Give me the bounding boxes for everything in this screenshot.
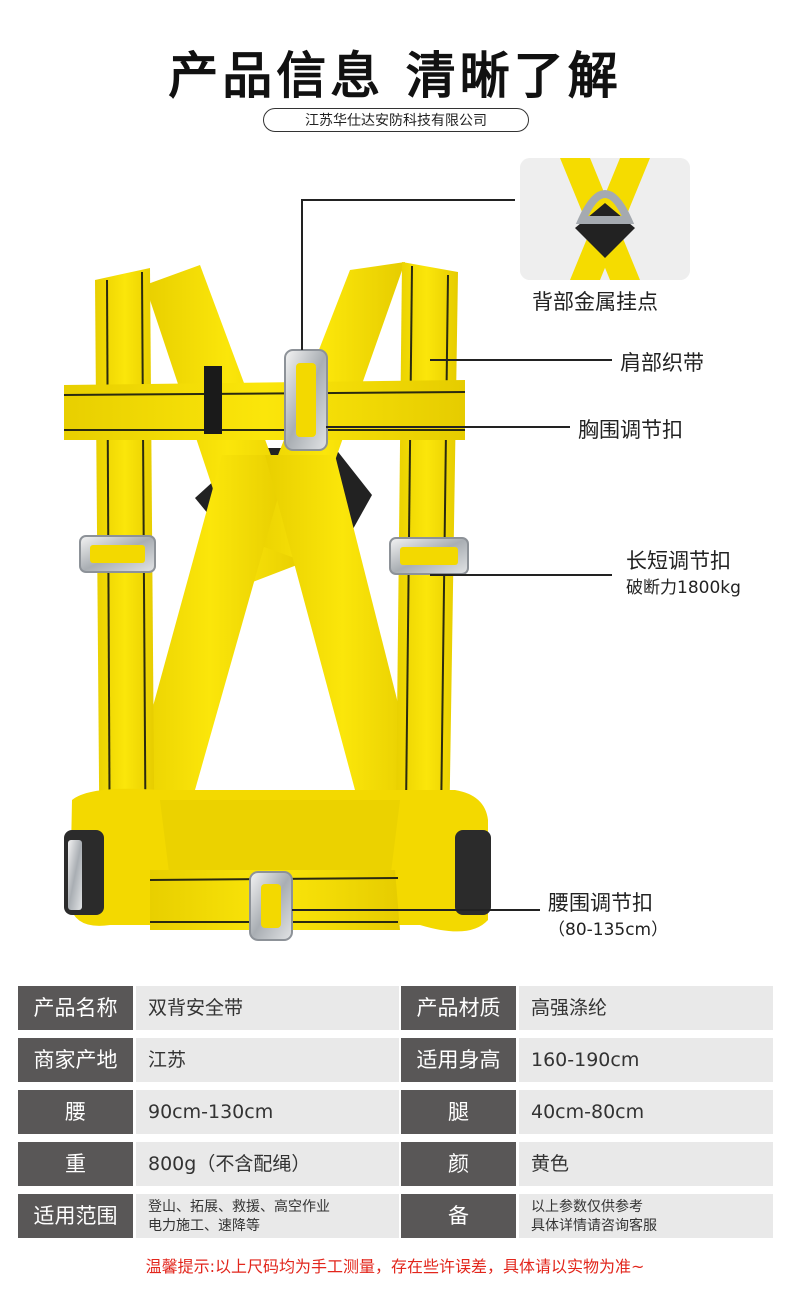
product-image-harness	[63, 199, 612, 941]
callout-waist-buckle-range: （80-135cm）	[548, 920, 669, 940]
page-title: 产品信息 清晰了解	[168, 47, 622, 105]
spec-label: 适用身高	[401, 1038, 516, 1082]
spec-value: 登山、拓展、救援、高空作业 电力施工、速降等	[136, 1194, 399, 1238]
notice-text: 温馨提示:以上尺码均为手工测量，存在些许误差，具体请以实物为准~	[145, 1257, 645, 1276]
spec-value-line: 登山、拓展、救援、高空作业	[148, 1199, 330, 1215]
spec-value: 黄色	[519, 1142, 773, 1186]
spec-row: 产品名称 双背安全带 产品材质 高强涤纶	[18, 986, 773, 1030]
callout-waist-buckle: 腰围调节扣	[548, 891, 653, 915]
callout-chest-buckle: 胸围调节扣	[578, 418, 683, 442]
spec-label: 适用范围	[18, 1194, 133, 1238]
spec-value: 40cm-80cm	[519, 1090, 773, 1134]
spec-value: 高强涤纶	[519, 986, 773, 1030]
callout-shoulder-strap: 肩部织带	[620, 351, 704, 375]
spec-value: 江苏	[136, 1038, 399, 1082]
spec-value-line: 以上参数仅供参考	[531, 1199, 643, 1215]
spec-label: 产品名称	[18, 986, 133, 1030]
spec-label: 腿围	[401, 1090, 516, 1168]
spec-value: 800g（不含配绳）	[136, 1142, 399, 1186]
callout-length-buckle-strength: 破断力1800kg	[626, 578, 741, 598]
spec-row: 商家产地 江苏 适用身高 160-190cm	[18, 1038, 773, 1082]
company-badge: 江苏华仕达安防科技有限公司	[263, 108, 529, 132]
spec-label: 备注	[401, 1194, 516, 1272]
callout-length-buckle: 长短调节扣	[626, 549, 731, 573]
spec-row: 重量 800g（不含配绳） 颜色 黄色	[18, 1142, 773, 1220]
spec-value: 90cm-130cm	[136, 1090, 399, 1134]
spec-label: 重量	[18, 1142, 133, 1220]
spec-label: 产品材质	[401, 986, 516, 1030]
spec-row: 适用范围 登山、拓展、救援、高空作业 电力施工、速降等 备注 以上参数仅供参考 …	[18, 1194, 773, 1272]
spec-value: 双背安全带	[136, 986, 399, 1030]
spec-value: 160-190cm	[519, 1038, 773, 1082]
spec-row: 腰围 90cm-130cm 腿围 40cm-80cm	[18, 1090, 773, 1168]
spec-label: 腰围	[18, 1090, 133, 1168]
inset-back-dring-photo	[520, 158, 690, 280]
spec-value-line: 电力施工、速降等	[148, 1218, 260, 1234]
spec-value-line: 具体详情请咨询客服	[531, 1218, 657, 1234]
callout-back-metal-point: 背部金属挂点	[532, 290, 658, 314]
spec-value: 以上参数仅供参考 具体详情请咨询客服	[519, 1194, 773, 1238]
spec-label: 颜色	[401, 1142, 516, 1220]
spec-label: 商家产地	[18, 1038, 133, 1082]
